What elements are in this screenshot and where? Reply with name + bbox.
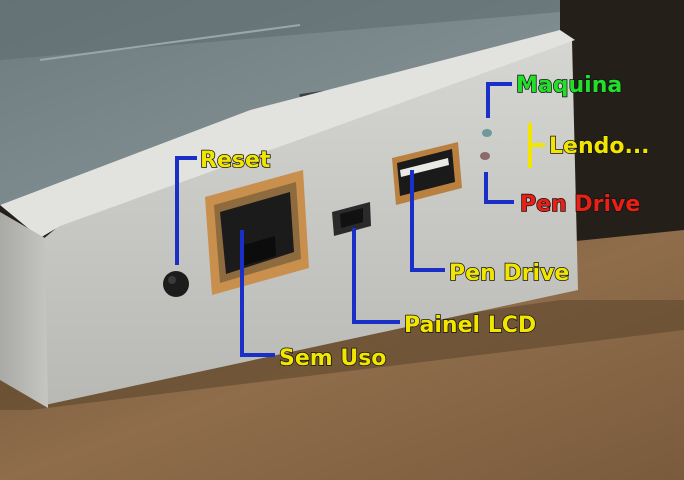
lcd-connector-slot xyxy=(340,208,363,228)
leader-lines xyxy=(175,82,545,357)
led-pen-drive xyxy=(480,152,490,160)
leader-painel-lcd xyxy=(352,228,400,324)
leader-maquina xyxy=(486,82,512,118)
label-pen-drive-port: Pen Drive xyxy=(449,261,569,286)
label-lendo: Lendo... xyxy=(549,134,650,159)
leader-sem-uso xyxy=(240,230,275,357)
label-sem-uso: Sem Uso xyxy=(279,346,386,371)
ethernet-socket-slot xyxy=(240,236,276,266)
table-shadow xyxy=(0,300,684,410)
reset-button-highlight xyxy=(168,276,176,284)
label-reset: Reset xyxy=(200,148,271,173)
device-top-bevel xyxy=(0,0,560,60)
device-left-side xyxy=(0,212,48,408)
led-maquina xyxy=(482,129,492,137)
label-painel-lcd: Painel LCD xyxy=(404,313,536,338)
leader-reset xyxy=(175,156,197,265)
device-top-rim xyxy=(0,30,575,238)
leader-pen-drive-led xyxy=(484,172,514,204)
label-pen-drive-led: Pen Drive xyxy=(520,192,640,217)
device-top-line xyxy=(39,24,301,61)
label-maquina: Maquina xyxy=(516,73,622,98)
reset-button-shape xyxy=(163,271,189,297)
device-front-face xyxy=(42,32,578,405)
leader-pen-drive-port xyxy=(410,170,445,272)
